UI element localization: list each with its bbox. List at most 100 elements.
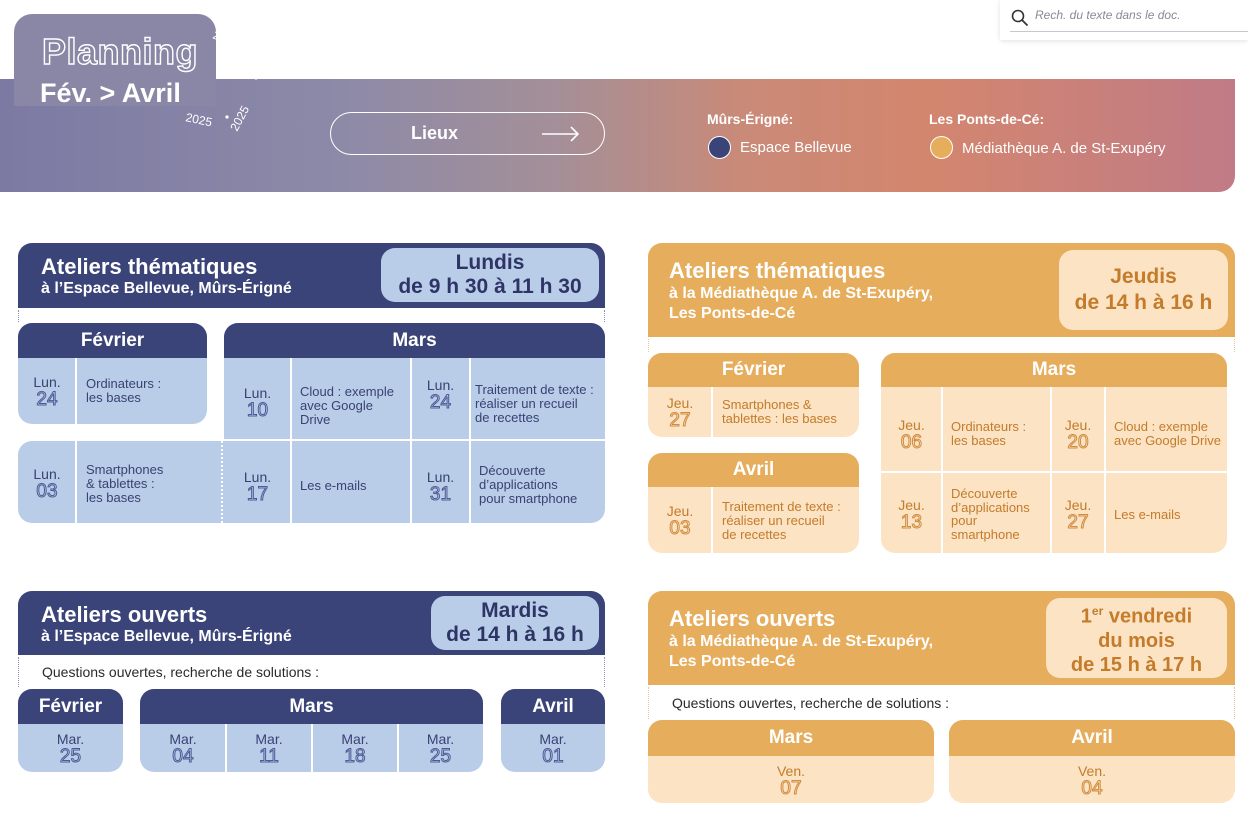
search-icon bbox=[1011, 9, 1029, 27]
dotted-guide bbox=[604, 657, 605, 687]
dotted-divider bbox=[221, 441, 224, 523]
session-date: Lun. 03 bbox=[18, 466, 76, 502]
cell-divider bbox=[1104, 387, 1106, 553]
session-day: Lun. bbox=[426, 469, 455, 485]
session-day-number: 01 bbox=[542, 746, 564, 767]
lieux-button-label: Lieux bbox=[411, 123, 459, 143]
open-bellevue-time-pill: Mardis de 14 h à 16 h bbox=[431, 596, 599, 650]
session-day: Mar. bbox=[56, 731, 85, 747]
session-date: Lun. 31 bbox=[411, 469, 470, 505]
them-bellevue-fevrier: Février Lun. 24 Ordinateurs : les bases bbox=[18, 323, 207, 424]
session-day: Lun. bbox=[243, 385, 272, 401]
open-media-title: Ateliers ouverts bbox=[669, 606, 836, 631]
session-day: Mar. bbox=[426, 731, 455, 747]
search-box[interactable]: Rech. du texte dans le doc. bbox=[1000, 0, 1248, 40]
session-topic: Découverte d’applications pour smartphon… bbox=[951, 486, 1030, 542]
time-hours: de 14 h à 16 h bbox=[1074, 291, 1213, 314]
cell-divider bbox=[711, 387, 713, 437]
session-day: Jeu. bbox=[1064, 417, 1092, 433]
session-date: Jeu. 27 bbox=[648, 395, 712, 431]
cell-divider bbox=[75, 358, 77, 424]
session-date: Jeu. 20 bbox=[1051, 417, 1105, 453]
session-day-number: 06 bbox=[900, 432, 923, 453]
session-date: Ven. 04 bbox=[949, 763, 1235, 799]
location-dot-orange bbox=[930, 136, 953, 159]
them-bellevue-subtitle: à l’Espace Bellevue, Mûrs-Érigné bbox=[41, 280, 292, 297]
month-label: Avril bbox=[949, 720, 1235, 756]
them-media-subtitle-2: Les Ponts-de-Cé bbox=[669, 305, 796, 322]
session-topic: Cloud : exemple avec Google Drive bbox=[300, 384, 394, 427]
them-bellevue-header: Ateliers thématiques à l’Espace Bellevue… bbox=[18, 243, 605, 308]
open-media-subtitle-2: Les Ponts-de-Cé bbox=[669, 653, 796, 670]
them-bellevue-fevrier-row2: Lun. 03 Smartphones & tablettes : les ba… bbox=[18, 441, 232, 523]
location-city-ponts: Les Ponts-de-Cé: bbox=[929, 111, 1045, 127]
open-bellevue-mars: Mars Mar. 04 Mar. 11 Mar. 18 Mar. 25 bbox=[140, 689, 483, 772]
them-media-fevrier: Février Jeu. 27 Smartphones & tablettes … bbox=[648, 353, 859, 437]
time-day: Lundis bbox=[455, 251, 525, 274]
session-topic: Les e-mails bbox=[1114, 507, 1181, 522]
month-label: Mars bbox=[224, 323, 605, 358]
open-media-subtitle-1: à la Médiathèque A. de St-Exupéry, bbox=[669, 633, 934, 650]
cell-divider bbox=[225, 724, 227, 772]
session-day: Mar. bbox=[255, 731, 283, 747]
session-day-number: 25 bbox=[59, 746, 82, 767]
month-label: Avril bbox=[648, 453, 859, 487]
open-media-avril: Avril Ven. 04 bbox=[949, 720, 1235, 803]
month-label: Février bbox=[18, 323, 207, 358]
time-day: Mardis bbox=[481, 599, 549, 622]
ordinal-number: 1 bbox=[1080, 605, 1092, 628]
session-date: Lun. 24 bbox=[411, 377, 470, 413]
lieux-button[interactable]: Lieux bbox=[330, 112, 605, 155]
session-date: Lun. 24 bbox=[18, 374, 76, 410]
open-bellevue-fevrier: Février Mar. 25 bbox=[18, 689, 123, 772]
dotted-guide bbox=[1234, 339, 1235, 352]
cell-divider bbox=[311, 724, 313, 772]
session-day-number: 04 bbox=[1081, 778, 1103, 799]
session-day-number: 04 bbox=[172, 746, 194, 767]
session-date: Jeu. 13 bbox=[881, 497, 942, 533]
session-date: Jeu. 27 bbox=[1051, 497, 1105, 533]
year-ring-part: 20 bbox=[211, 28, 229, 46]
page-title: Planning bbox=[41, 30, 198, 72]
time-day: Jeudis bbox=[1110, 265, 1177, 288]
header-title-tab bbox=[14, 14, 216, 106]
session-date: Mar. 11 bbox=[226, 731, 312, 767]
session-date: Mar. 01 bbox=[501, 731, 605, 767]
them-media-header: Ateliers thématiques à la Médiathèque A.… bbox=[648, 243, 1235, 337]
session-date: Mar. 18 bbox=[312, 731, 398, 767]
session-topic: Cloud : exemple avec Google Drive bbox=[1114, 419, 1221, 448]
session-day: Jeu. bbox=[666, 503, 694, 519]
session-topic: Découverte d’applications pour smartphon… bbox=[479, 463, 578, 506]
row-divider bbox=[224, 439, 605, 441]
cell-divider bbox=[75, 441, 77, 523]
location-venue-bellevue: Espace Bellevue bbox=[740, 139, 852, 156]
open-bellevue-questions: Questions ouvertes, recherche de solutio… bbox=[42, 664, 320, 680]
session-day-number: 10 bbox=[246, 400, 269, 421]
session-topic: Ordinateurs : les bases bbox=[951, 419, 1027, 448]
year-ring-part: 2025 bbox=[245, 45, 266, 75]
session-day-number: 20 bbox=[1067, 432, 1089, 453]
session-date: Mar. 25 bbox=[18, 731, 123, 767]
session-date: Lun. 17 bbox=[224, 469, 291, 505]
session-day: Jeu. bbox=[1064, 497, 1092, 513]
them-media-title: Ateliers thématiques bbox=[669, 258, 886, 283]
year-ring-part: 2025 bbox=[227, 103, 252, 133]
year-ring: 20 2025 2025 2025 bbox=[184, 28, 266, 134]
session-day: Ven. bbox=[1077, 763, 1107, 779]
session-day-number: 17 bbox=[246, 484, 269, 505]
open-bellevue-header: Ateliers ouverts à l’Espace Bellevue, Mû… bbox=[18, 591, 605, 655]
period-label: Fév. > Avril bbox=[40, 78, 181, 108]
row-divider bbox=[881, 471, 1227, 473]
session-date: Jeu. 06 bbox=[881, 417, 942, 453]
cell-divider bbox=[941, 387, 943, 553]
dotted-guide bbox=[18, 657, 19, 687]
session-day: Jeu. bbox=[898, 417, 925, 433]
session-date: Lun. 10 bbox=[224, 385, 291, 421]
session-day-number: 03 bbox=[669, 518, 691, 539]
session-day-number: 24 bbox=[36, 389, 58, 410]
session-day-number: 13 bbox=[900, 512, 923, 533]
time-frequency: du mois bbox=[1098, 629, 1175, 652]
dotted-guide bbox=[648, 687, 649, 719]
dotted-guide bbox=[604, 310, 605, 322]
them-bellevue-title: Ateliers thématiques bbox=[41, 254, 258, 279]
